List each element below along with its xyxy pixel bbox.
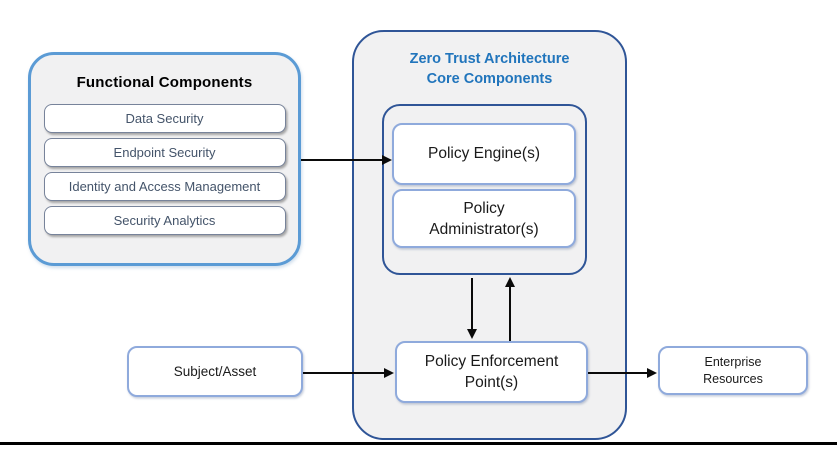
policy-enforcement-point-label: Policy Enforcement Point(s) — [424, 353, 559, 391]
functional-item-security-analytics: Security Analytics — [43, 206, 286, 235]
subject-asset-box: Subject/Asset — [127, 346, 303, 397]
arrow-functional-to-policy-engine — [301, 154, 392, 166]
zero-trust-core-title-line1: Zero Trust Architecture — [409, 51, 570, 67]
arrow-shaft — [303, 371, 384, 375]
arrow-shaft — [588, 371, 647, 375]
subject-asset-label: Subject/Asset — [173, 364, 257, 379]
policy-administrator-label: Policy Administrator(s) — [429, 199, 539, 238]
arrow-right-icon — [647, 368, 657, 378]
policy-engine-box: Policy Engine(s) — [392, 123, 576, 185]
arrow-right-icon — [384, 368, 394, 378]
arrow-enforcement-point-to-admin — [504, 277, 516, 341]
arrow-up-icon — [505, 277, 515, 287]
functional-item-identity-access-management: Identity and Access Management — [43, 172, 286, 201]
policy-administrator-box: Policy Administrator(s) — [392, 189, 576, 248]
enterprise-resources-box: Enterprise Resources — [658, 346, 808, 395]
functional-components-list: Data Security Endpoint Security Identity… — [31, 104, 298, 235]
arrow-down-icon — [467, 329, 477, 339]
zero-trust-core-title-line2: Core Components — [426, 71, 553, 87]
enterprise-resources-label: Enterprise Resources — [703, 354, 763, 386]
arrow-shaft — [508, 287, 512, 341]
arrow-admin-to-enforcement-point — [466, 278, 478, 339]
functional-item-data-security: Data Security — [43, 104, 286, 133]
arrow-shaft — [301, 158, 382, 162]
policy-enforcement-point-box: Policy Enforcement Point(s) — [395, 341, 588, 403]
arrow-shaft — [470, 278, 474, 329]
arrow-subject-to-enforcement-point — [303, 367, 394, 379]
policy-engine-label: Policy Engine(s) — [428, 145, 540, 162]
functional-components-panel: Functional Components Data Security Endp… — [28, 52, 301, 266]
zero-trust-core-title: Zero Trust Architecture Core Components — [354, 49, 625, 89]
arrow-right-icon — [382, 155, 392, 165]
functional-components-title: Functional Components — [76, 74, 253, 91]
arrow-enforcement-point-to-enterprise — [588, 367, 657, 379]
bottom-divider-line — [0, 442, 837, 445]
functional-item-endpoint-security: Endpoint Security — [43, 138, 286, 167]
